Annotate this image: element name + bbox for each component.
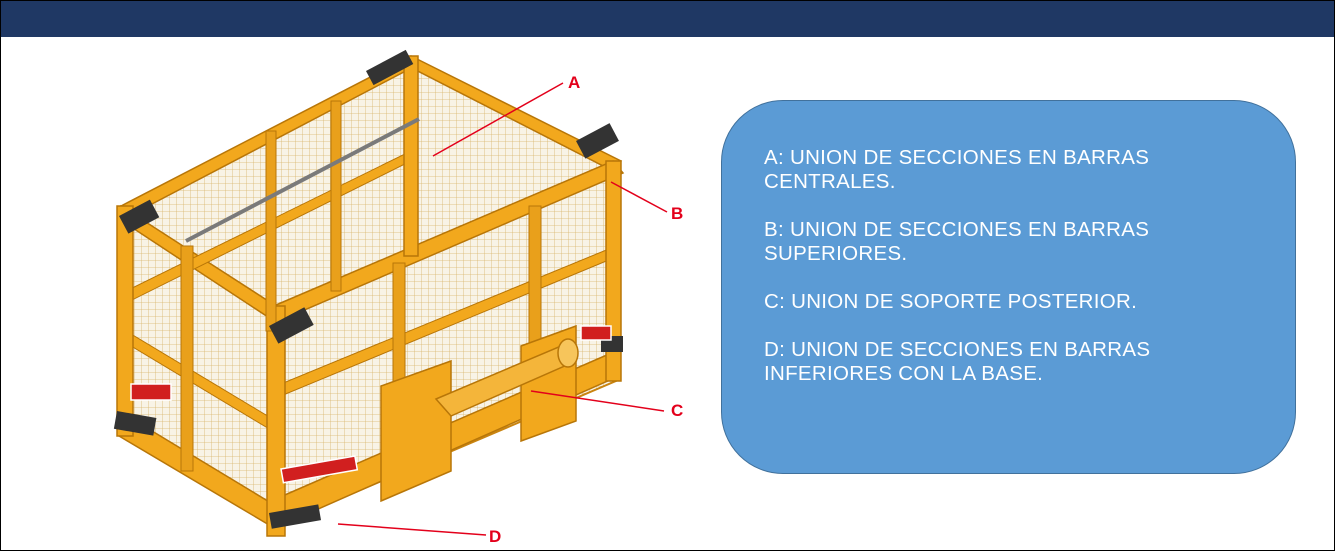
post-back-mid-1 xyxy=(265,130,277,332)
corner-cap-top-front xyxy=(269,307,314,344)
corner-cap-top-left xyxy=(119,199,160,234)
callout-d: D xyxy=(489,527,502,546)
reflector-left xyxy=(130,383,172,401)
leader-line-a xyxy=(432,82,564,157)
corner-cap-bottom-left xyxy=(113,411,157,436)
corner-cap-top-back xyxy=(366,49,414,86)
header-bar xyxy=(1,1,1334,37)
leader-line-c xyxy=(530,390,665,412)
cage-illustration xyxy=(113,49,668,537)
post-left-mid xyxy=(180,245,194,472)
callout-c: C xyxy=(671,401,684,420)
tie-rod xyxy=(185,117,420,243)
post-left-corner xyxy=(116,205,134,437)
corner-cap-top-right xyxy=(576,123,619,159)
rear-support-plate xyxy=(380,359,452,503)
reflector-front xyxy=(280,455,359,484)
post-back-mid-2 xyxy=(330,100,342,292)
post-back-corner xyxy=(403,55,419,257)
legend-item-c: C: UNION DE SOPORTE POSTERIOR. xyxy=(764,290,1138,313)
leader-line-d xyxy=(337,523,487,536)
leader-line-b xyxy=(610,181,668,213)
rear-support-tube-end xyxy=(557,338,579,368)
figure-area: A B C D xyxy=(1,37,1334,550)
legend-box: A: UNION DE SECCIONES EN BARRAS CENTRALE… xyxy=(721,100,1296,474)
corner-cap-bottom-front xyxy=(269,504,322,529)
legend-item-b: B: UNION DE SECCIONES EN BARRAS SUPERIOR… xyxy=(764,218,1150,265)
legend-item-d: D: UNION DE SECCIONES EN BARRAS INFERIOR… xyxy=(764,338,1151,385)
callout-a: A xyxy=(568,73,581,92)
legend-item-a: A: UNION DE SECCIONES EN BARRAS CENTRALE… xyxy=(764,146,1150,193)
callout-b: B xyxy=(671,204,684,223)
reflector-right xyxy=(580,325,612,341)
